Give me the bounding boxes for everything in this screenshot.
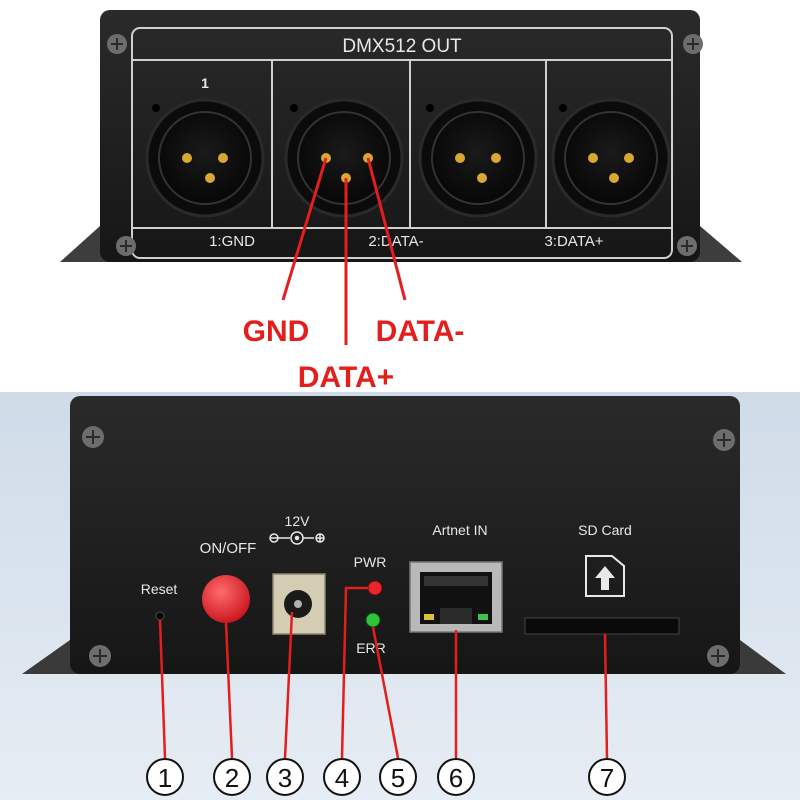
callout-1: 1	[158, 763, 172, 793]
err-led	[365, 612, 381, 628]
wiring-label-gnd: GND	[243, 315, 310, 348]
callout-4: 4	[335, 763, 349, 793]
pwr-led	[367, 580, 383, 596]
pin-label-data-plus: 3:DATA+	[544, 233, 603, 250]
xlr-connector	[418, 98, 538, 218]
pwr-label: PWR	[354, 554, 387, 570]
onoff-button[interactable]	[202, 575, 250, 623]
screw-icon	[116, 236, 136, 256]
bottom-device: Reset ON/OFF 12V PWR ERR Artnet IN	[22, 396, 786, 674]
callout-5: 5	[391, 763, 405, 793]
dc-polarity-icon	[269, 531, 325, 545]
wiring-label-data-minus: DATA-	[376, 315, 465, 348]
screw-icon	[707, 645, 729, 667]
wiring-lines	[281, 157, 407, 345]
screw-icon	[683, 34, 703, 54]
screw-icon	[713, 429, 735, 451]
xlr-connector	[145, 98, 265, 218]
pin-label-data-minus: 2:DATA-	[368, 233, 423, 250]
sdcard-label: SD Card	[578, 522, 632, 538]
dc-jack[interactable]	[272, 573, 326, 635]
callout-7: 7	[600, 763, 614, 793]
callout-leaders	[158, 586, 609, 759]
screw-icon	[107, 34, 127, 54]
top-device: DMX512 OUT 1 1:GND 2:DATA-	[60, 10, 742, 262]
artnet-rj45-port[interactable]	[409, 561, 503, 633]
xlr-connector	[284, 98, 404, 218]
sd-card-insert-icon	[585, 555, 625, 597]
screw-icon	[677, 236, 697, 256]
callout-6: 6	[449, 763, 463, 793]
screw-icon	[89, 645, 111, 667]
reset-label: Reset	[141, 581, 178, 597]
top-body	[100, 10, 700, 262]
pin-label-gnd: 1:GND	[209, 233, 255, 250]
callout-2: 2	[225, 763, 239, 793]
top-panel-frame	[131, 27, 673, 259]
reset-pinhole[interactable]	[155, 611, 165, 621]
callout-numbers: 1 2 3 4 5 6 7	[146, 758, 626, 796]
screw-icon	[82, 426, 104, 448]
err-label: ERR	[356, 640, 386, 656]
voltage-label: 12V	[285, 513, 311, 529]
wiring-label-data-plus: DATA+	[298, 361, 394, 394]
xlr-connector	[551, 98, 671, 218]
artnet-label: Artnet IN	[432, 522, 487, 538]
port-number: 1	[201, 75, 209, 91]
callout-3: 3	[278, 763, 292, 793]
onoff-label: ON/OFF	[200, 540, 257, 557]
sd-card-slot[interactable]	[524, 617, 680, 635]
top-title: DMX512 OUT	[342, 36, 462, 57]
